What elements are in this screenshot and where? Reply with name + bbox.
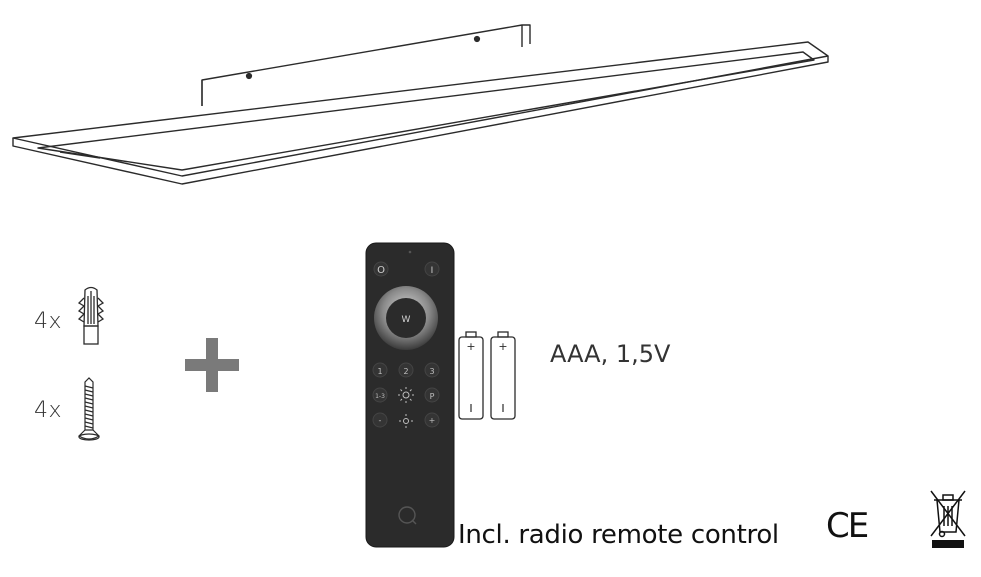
remote-key-2: 2 [403,367,408,376]
battery-plus-label: + [466,340,475,353]
remote-color-temp-icon [399,414,413,428]
dowels-quantity: 4x [34,309,63,334]
remote-key-1: 1 [377,367,382,376]
screw-icon [78,377,100,441]
battery-icon: + [458,331,484,420]
remote-logo-icon [398,506,417,525]
remote-key-1-3: 1-3 [375,393,385,400]
battery-icon: + [490,331,516,420]
plus-icon [185,338,239,392]
remote-control: O I W 1 2 3 1-3 P - + [365,242,455,548]
remote-key-power: O [377,265,385,276]
remote-key-minus: - [379,416,382,425]
wall-plug-icon [77,286,105,345]
remote-key-plus: + [429,416,436,425]
ce-mark: CE [826,506,869,546]
battery-plus-label: + [498,340,507,353]
remote-brightness-icon [398,387,414,403]
remote-key-on: I [431,266,434,276]
remote-key-3: 3 [429,367,434,376]
weee-bin-icon [930,490,966,548]
remote-key-wheel: W [402,315,411,325]
screws-quantity: 4x [34,398,63,423]
remote-caption: Incl. radio remote control [458,520,779,550]
remote-key-p: P [430,392,435,401]
battery-spec-label: AAA, 1,5V [550,340,671,368]
ceiling-panel-drawing [12,24,829,185]
